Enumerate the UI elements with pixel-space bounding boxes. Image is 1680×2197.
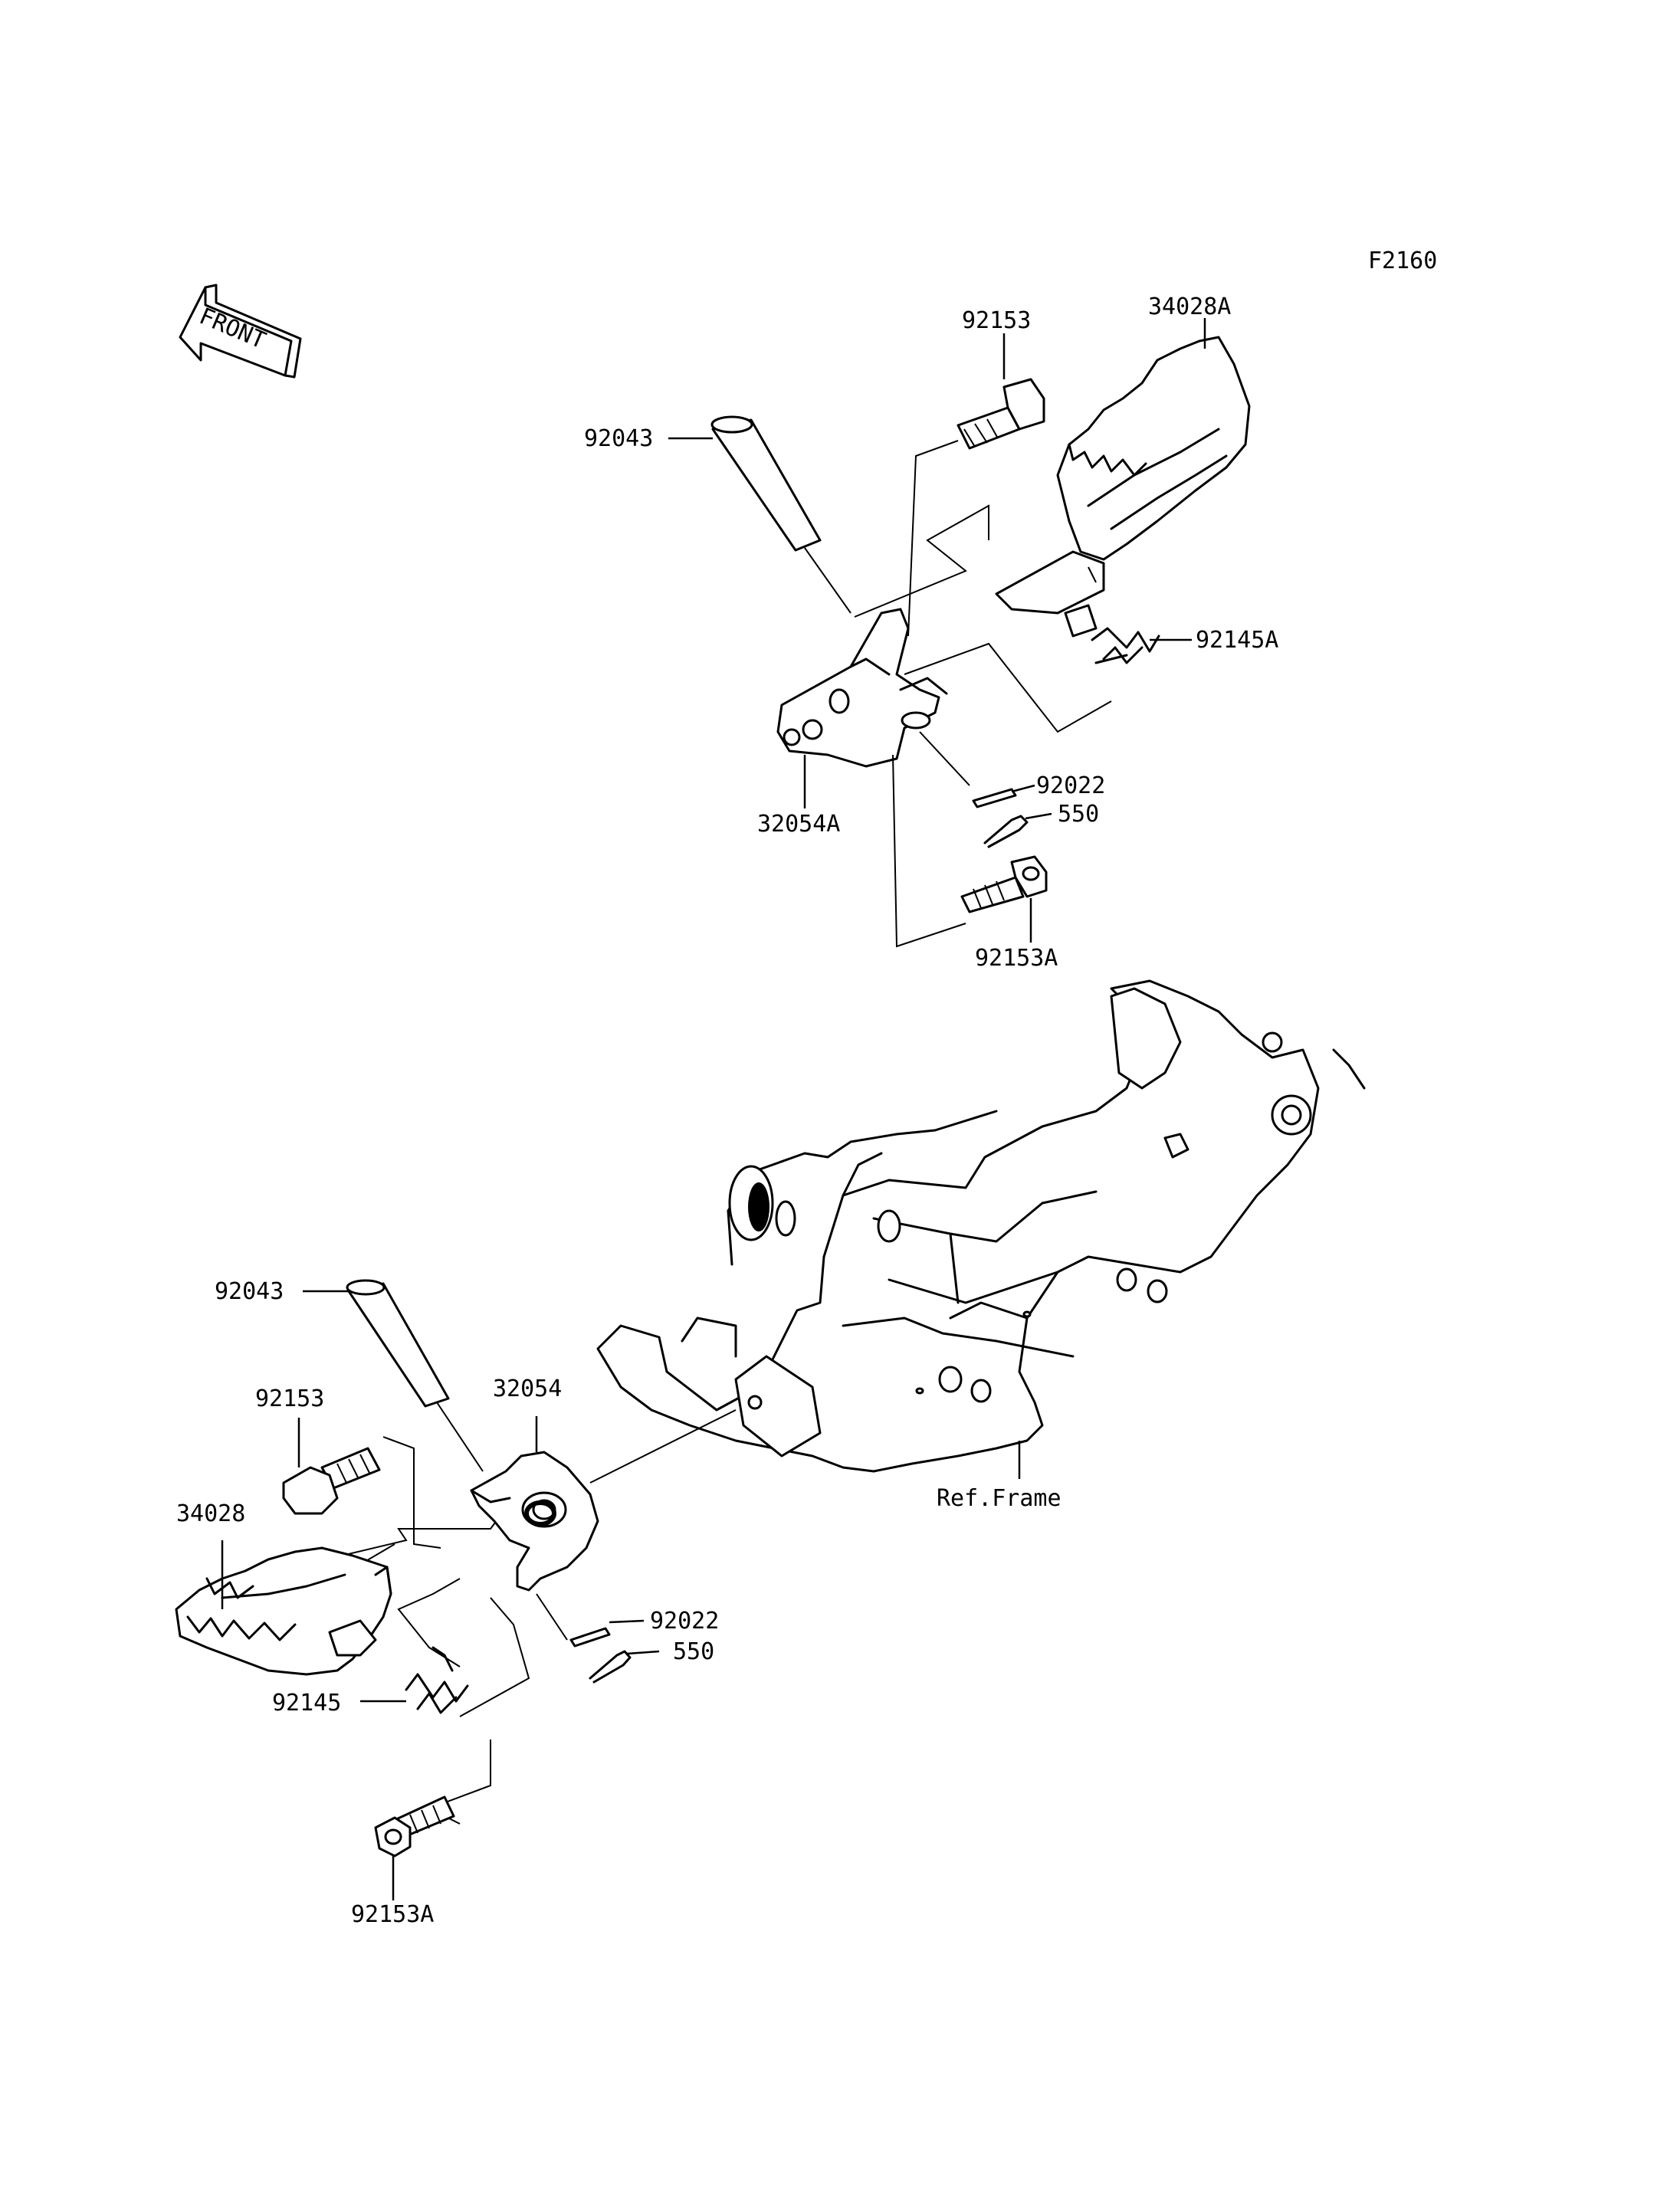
footpeg-34028A bbox=[995, 336, 1251, 638]
leader-lines bbox=[221, 318, 1206, 1900]
label-92153A-top: 92153A bbox=[975, 945, 1058, 972]
label-92043-top: 92043 bbox=[584, 425, 653, 452]
top-assembly bbox=[710, 336, 1251, 948]
label-92022-top: 92022 bbox=[1036, 772, 1105, 799]
bolt-92153A-lower bbox=[374, 1795, 455, 1858]
label-92145A: 92145A bbox=[1196, 627, 1278, 654]
washer-92022-lower bbox=[569, 1627, 611, 1648]
label-34028: 34028 bbox=[176, 1500, 245, 1527]
frame bbox=[596, 979, 1366, 1479]
label-32054A: 32054A bbox=[757, 811, 840, 838]
cotter-pin-550-lower bbox=[589, 1650, 632, 1684]
washer-92022-top bbox=[972, 788, 1017, 808]
label-92153-top: 92153 bbox=[962, 307, 1031, 334]
label-92022-lower: 92022 bbox=[650, 1608, 719, 1635]
label-550-top: 550 bbox=[1058, 801, 1099, 828]
label-ref-frame: Ref.Frame bbox=[937, 1485, 1061, 1512]
spring-92145A bbox=[1091, 627, 1160, 664]
label-550-lower: 550 bbox=[673, 1638, 714, 1665]
part-labels: 92153 34028A 92043 92145A 32054A 92022 5… bbox=[176, 293, 1278, 1928]
label-92043-lower: 92043 bbox=[215, 1278, 284, 1305]
label-92153A-lower: 92153A bbox=[351, 1901, 434, 1928]
cotter-pin-550-top bbox=[983, 815, 1029, 848]
bolt-92153-top bbox=[956, 378, 1045, 450]
label-92145: 92145 bbox=[272, 1690, 341, 1717]
front-arrow-icon: FRONT bbox=[179, 284, 302, 379]
pin-92043-top bbox=[710, 415, 851, 614]
bracket-32054 bbox=[470, 1451, 599, 1592]
bracket-32054A bbox=[776, 608, 948, 768]
pin-92043-lower bbox=[346, 1279, 484, 1472]
spring-92145 bbox=[405, 1646, 469, 1714]
label-92153-lower: 92153 bbox=[255, 1385, 324, 1412]
bolt-92153-lower bbox=[282, 1447, 381, 1515]
bolt-92153A-top bbox=[960, 855, 1048, 913]
figure-code: F2160 bbox=[1368, 248, 1437, 274]
label-32054: 32054 bbox=[493, 1376, 562, 1402]
lower-assembly bbox=[175, 1279, 737, 1858]
footpeg-34028 bbox=[175, 1546, 392, 1676]
label-34028A: 34028A bbox=[1148, 293, 1231, 320]
